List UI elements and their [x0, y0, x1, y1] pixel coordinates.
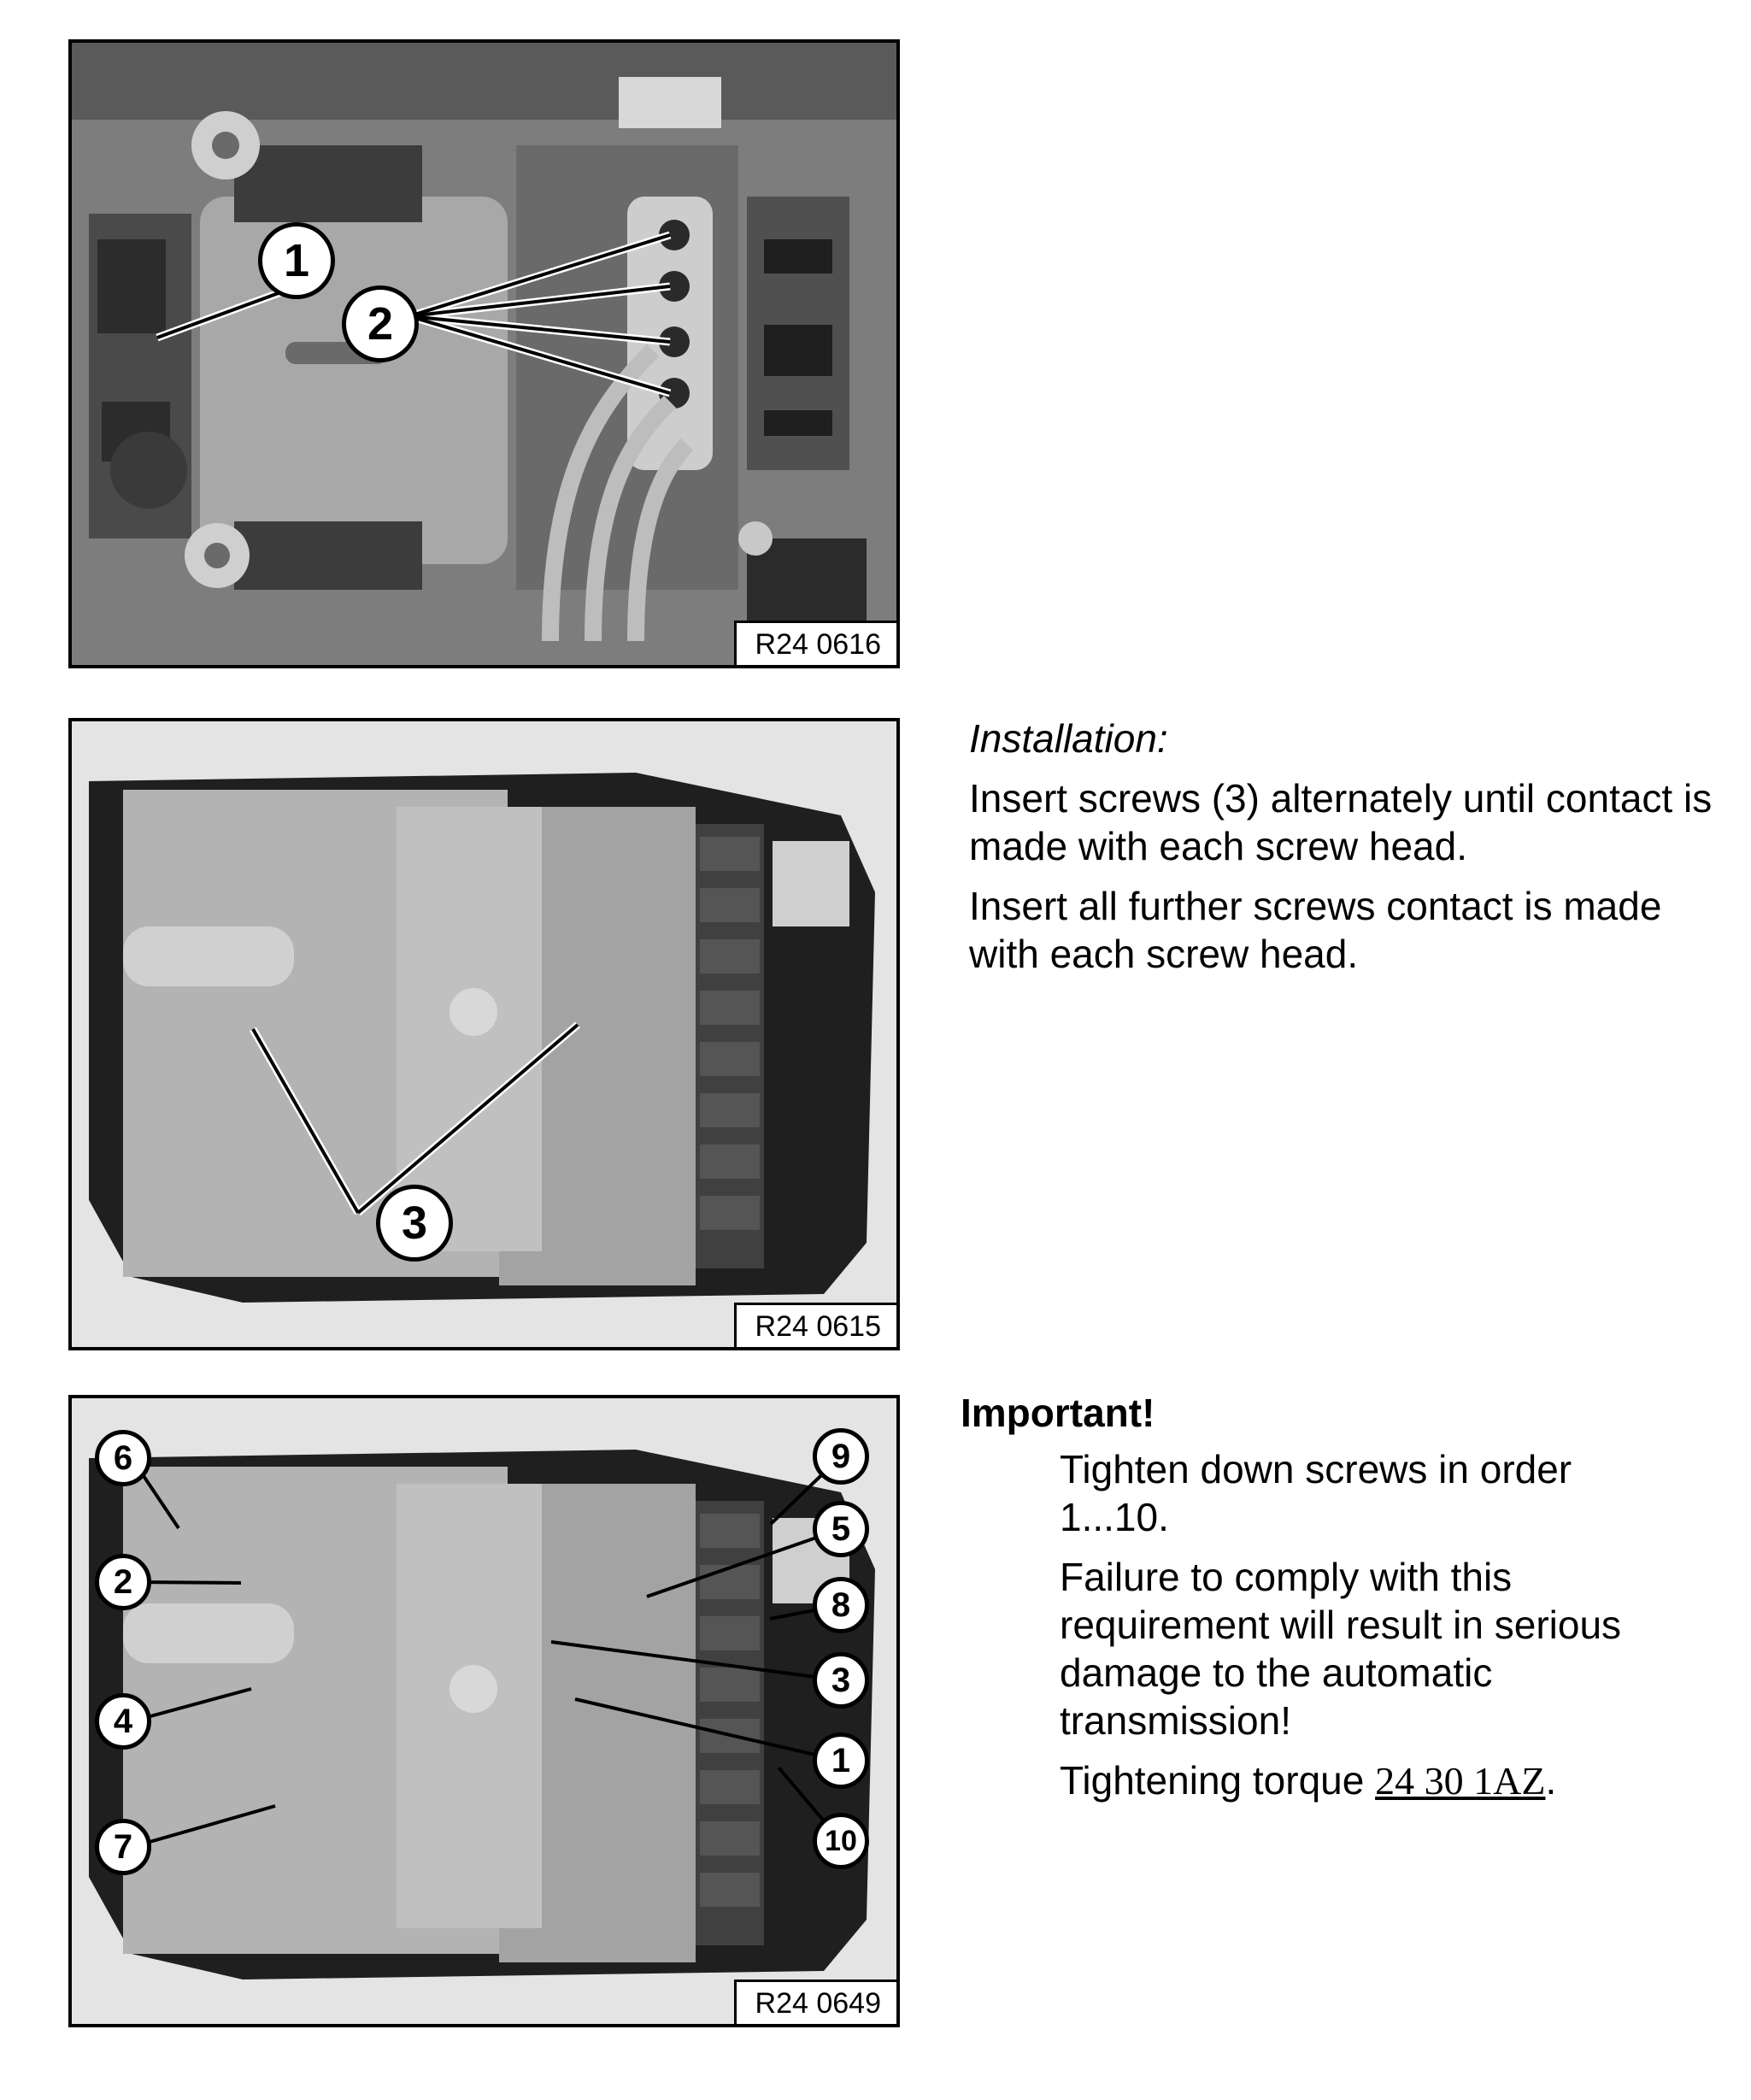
- installation-heading: Installation:: [969, 716, 1168, 761]
- figure-label: R24 0649: [733, 1979, 896, 2024]
- callout-3: 3: [813, 1652, 869, 1709]
- figure-r24-0615: 3 R24 0615: [68, 718, 900, 1350]
- callout-10: 10: [813, 1813, 869, 1869]
- transmission-photo: [72, 43, 896, 665]
- figure-r24-0616: 1 2 R24 0616: [68, 39, 900, 668]
- callout-2: 2: [95, 1554, 151, 1610]
- figure-r24-0649: 6 2 4 7 9 5 8 3 1 10 R24 0649: [68, 1395, 900, 2027]
- callout-4: 4: [95, 1693, 151, 1750]
- torque-line: Tightening torque 24 30 1AZ.: [1060, 1756, 1675, 1805]
- callout-1: 1: [813, 1732, 869, 1789]
- callout-1: 1: [258, 222, 335, 299]
- callout-7: 7: [95, 1819, 151, 1875]
- important-section: Important! Tighten down screws in order …: [961, 1389, 1730, 1817]
- installation-paragraph-2: Insert all further screws contact is mad…: [969, 884, 1662, 976]
- important-paragraph-2: Failure to comply with this requirement …: [1060, 1555, 1622, 1743]
- torque-prefix: Tightening torque: [1060, 1758, 1376, 1803]
- figure-label: R24 0616: [733, 621, 896, 665]
- callout-3: 3: [376, 1185, 453, 1262]
- callout-2: 2: [342, 285, 419, 362]
- callout-9: 9: [813, 1428, 869, 1485]
- torque-suffix: .: [1545, 1758, 1557, 1803]
- important-paragraph-1: Tighten down screws in order 1...10.: [1060, 1447, 1572, 1539]
- important-heading: Important!: [961, 1391, 1155, 1435]
- installation-paragraph-1: Insert screws (3) alternately until cont…: [969, 776, 1713, 868]
- callout-6: 6: [95, 1430, 151, 1486]
- figure-label: R24 0615: [733, 1303, 896, 1347]
- valve-body-sequence-photo: [72, 1398, 896, 2024]
- torque-spec-link[interactable]: 24 30 1AZ: [1375, 1759, 1546, 1803]
- callout-8: 8: [813, 1577, 869, 1633]
- valve-body-photo: [72, 721, 896, 1347]
- installation-section: Installation: Insert screws (3) alternat…: [969, 715, 1721, 990]
- callout-5: 5: [813, 1501, 869, 1557]
